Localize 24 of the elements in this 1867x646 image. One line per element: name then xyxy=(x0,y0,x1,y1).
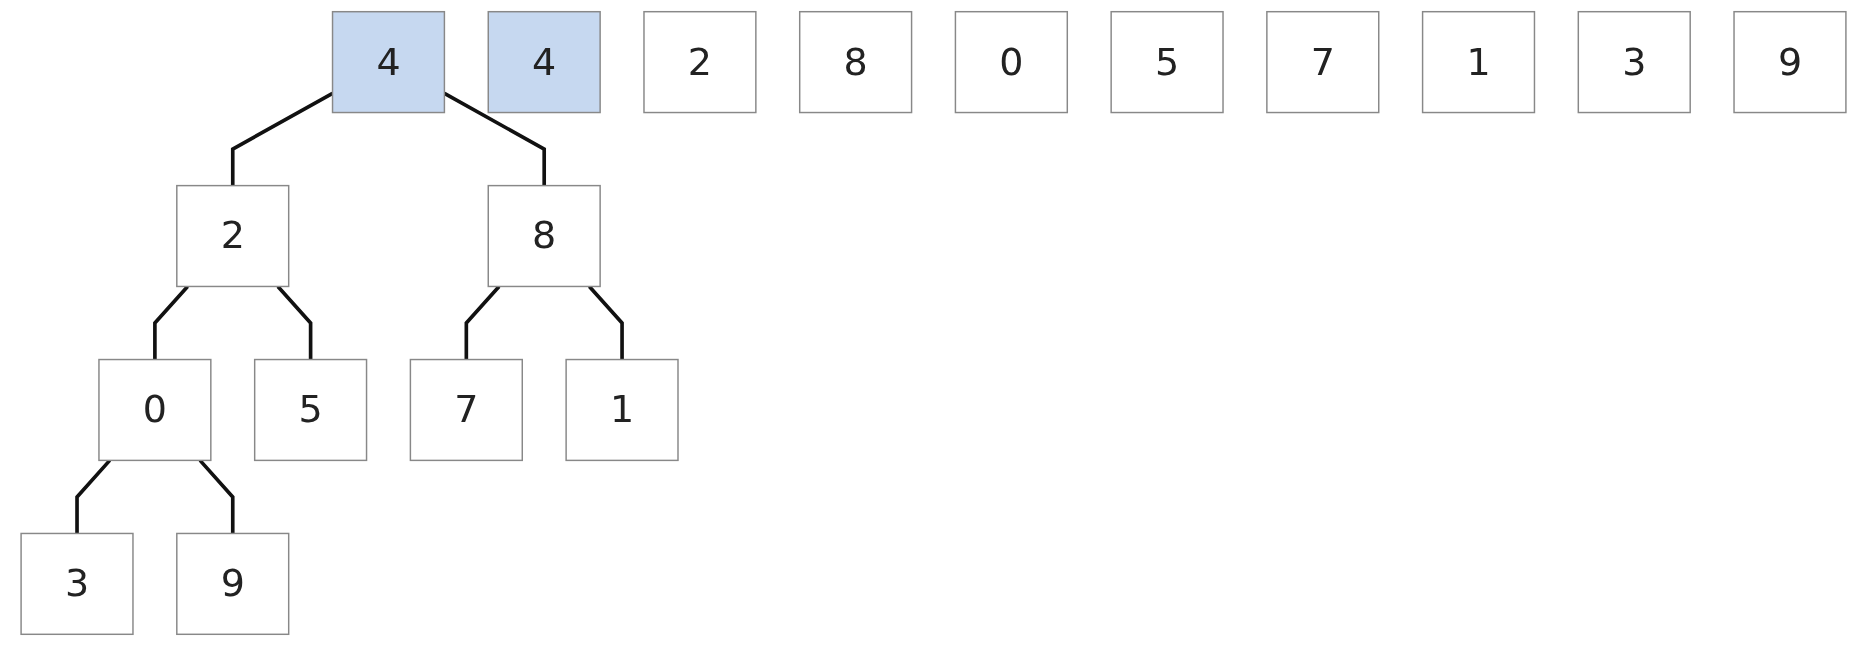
node-box: 8 xyxy=(487,184,601,288)
connector xyxy=(198,459,235,534)
node-box: 1 xyxy=(565,358,679,462)
node-box: 8 xyxy=(798,10,913,114)
node-box: 0 xyxy=(954,10,1069,114)
node-box: 9 xyxy=(1733,10,1847,114)
node-box: 9 xyxy=(176,532,290,636)
node-box: 3 xyxy=(20,532,134,636)
node-box: 0 xyxy=(98,358,212,462)
connector xyxy=(588,285,624,360)
node-box: 4 xyxy=(331,10,446,114)
connector xyxy=(464,285,501,360)
connector xyxy=(75,459,112,534)
node-box: 1 xyxy=(1421,10,1536,114)
node-box: 5 xyxy=(1110,10,1224,114)
node-box: 3 xyxy=(1577,10,1691,114)
connector xyxy=(276,285,313,360)
node-box: 7 xyxy=(1266,10,1380,114)
node-box: 2 xyxy=(643,10,757,114)
node-box: 4 xyxy=(487,10,601,114)
node-box: 7 xyxy=(409,358,523,462)
node-box: 2 xyxy=(176,184,290,288)
connector xyxy=(153,285,189,360)
node-box: 5 xyxy=(253,358,368,462)
